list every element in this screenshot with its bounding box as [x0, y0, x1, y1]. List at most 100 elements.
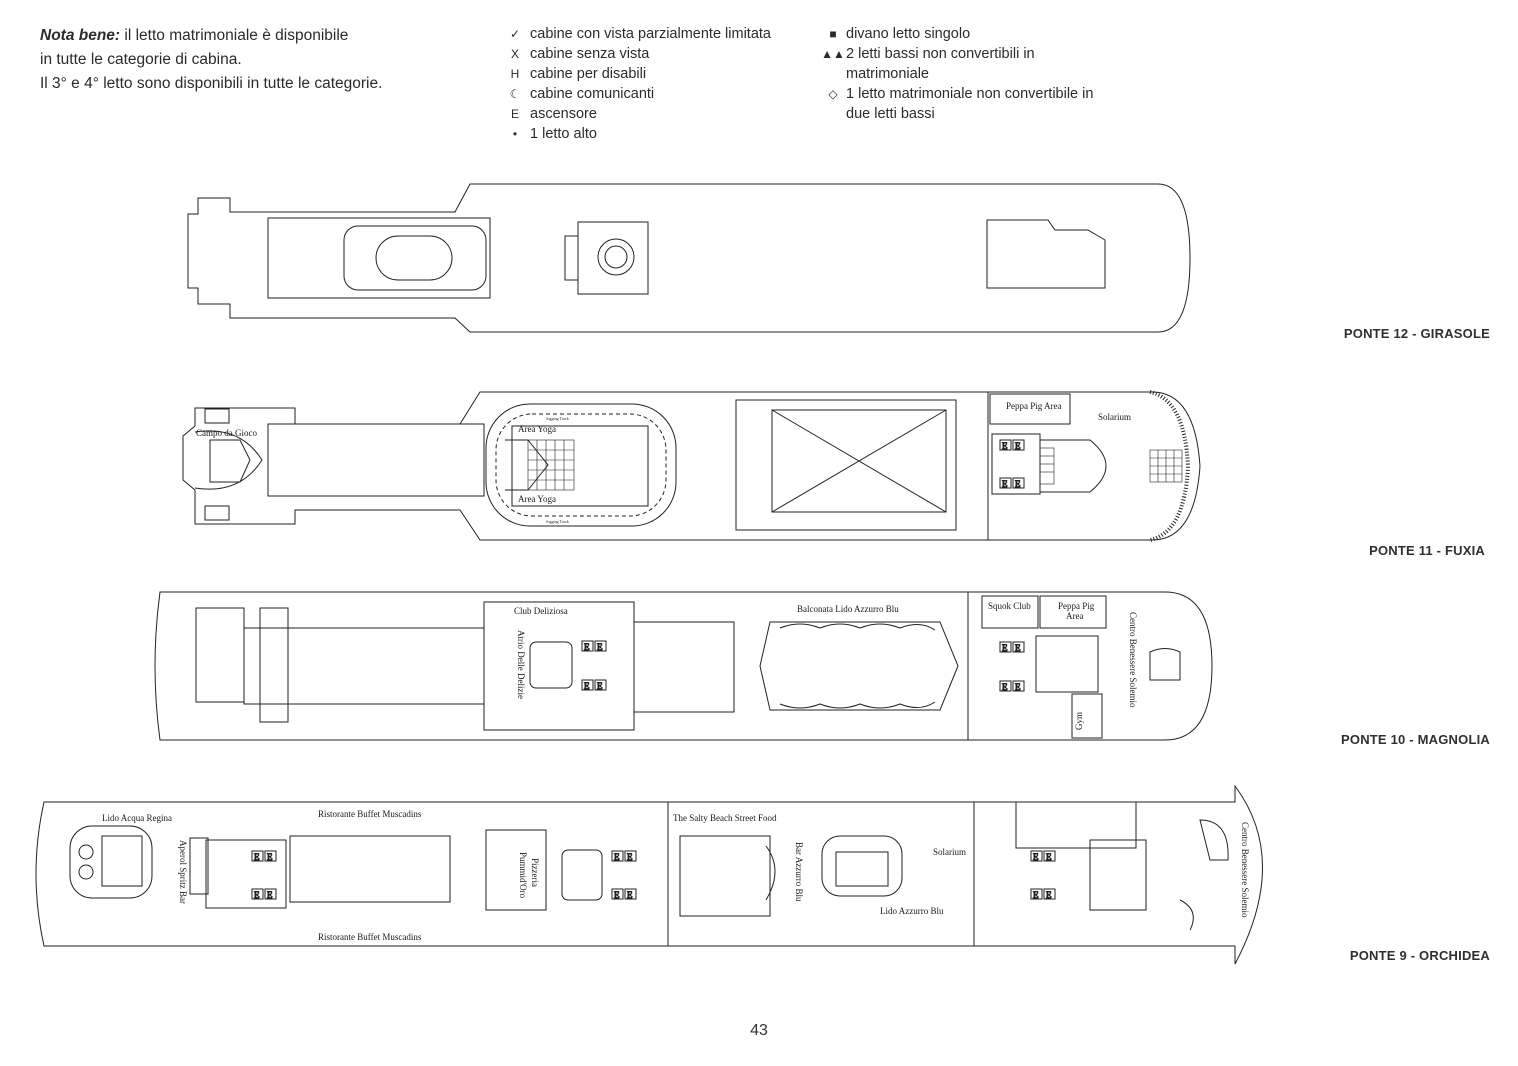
plan-labels: Campo da Gioco Area Yoga Area Yoga Joggi…	[102, 401, 1250, 942]
legend-b: ■divano letto singolo ▲▲2 letti bassi no…	[820, 24, 1093, 124]
svg-text:E: E	[584, 642, 590, 652]
elevator-icon: E	[1043, 850, 1056, 863]
label-area-yoga-top: Area Yoga	[518, 424, 556, 434]
svg-text:E: E	[1046, 890, 1052, 900]
elevator-icon: E	[594, 679, 607, 692]
elevator-icon: E	[264, 888, 277, 901]
funnel-base	[577, 221, 649, 295]
label-pummidoro: Pummid'Oro	[518, 852, 528, 899]
elevator-icon: E	[1012, 641, 1025, 654]
dot-icon: •	[512, 127, 518, 141]
balconata-edge-top	[779, 623, 936, 631]
lido-pool-water	[835, 851, 889, 887]
svg-text:E: E	[627, 852, 633, 862]
gym-room	[1071, 693, 1103, 739]
svg-text:E: E	[1015, 479, 1021, 489]
svg-text:E: E	[1033, 890, 1039, 900]
legend-item: ✓ cabine con vista parzialmente limitata	[500, 24, 771, 44]
deck-label-11: PONTE 11 - FUXIA	[1369, 543, 1485, 558]
peppa-pig-room	[989, 393, 1071, 425]
label-ristorante-top: Ristorante Buffet Muscadins	[318, 809, 422, 819]
legend-label: ascensore	[530, 106, 597, 122]
legend-label: cabine con vista parzialmente limitata	[530, 26, 771, 42]
elevator-icon: E	[1030, 850, 1043, 863]
legend-item: matrimoniale	[820, 64, 1093, 84]
legend-label: 2 letti bassi non convertibili in	[846, 46, 1035, 62]
note-line3: Il 3° e 4° letto sono disponibili in tut…	[40, 75, 383, 92]
label-ristorante-bottom: Ristorante Buffet Muscadins	[318, 932, 422, 942]
legend-item: ☾cabine comunicanti	[500, 84, 771, 104]
pizzeria-table	[561, 849, 603, 901]
svg-text:E: E	[597, 642, 603, 652]
bow-railing	[1149, 390, 1191, 542]
elevator-icon: E	[624, 888, 637, 901]
pool-enclosure	[735, 399, 957, 531]
legend-item: •1 letto alto	[500, 124, 771, 144]
deck-11-plan	[182, 390, 1201, 542]
deck-12-plan	[187, 183, 1191, 333]
legend-label: matrimoniale	[846, 66, 929, 82]
buffet-area	[289, 835, 451, 903]
elevator-icon: E	[611, 850, 624, 863]
deck-11-outline	[182, 391, 1201, 541]
svg-text:E: E	[1002, 441, 1008, 451]
elevator-icon: E	[1043, 888, 1056, 901]
jogging-track-dashed	[495, 413, 667, 517]
spa-tub	[1199, 819, 1229, 861]
lido-pool	[821, 835, 903, 897]
spa-curve	[1179, 899, 1194, 931]
check-icon: ✓	[509, 27, 521, 41]
club-deliziosa-area	[483, 601, 635, 731]
note-line2: in tutte le categorie di cabina.	[40, 51, 242, 68]
pool-basin	[343, 225, 487, 291]
deck-9-plan	[35, 784, 1263, 965]
elevator-icon: E	[594, 640, 607, 653]
note-line1: il letto matrimoniale è disponibile	[120, 27, 349, 44]
pool-cover-diag2	[771, 409, 947, 513]
deck-12-outline	[187, 183, 1191, 333]
svg-text:E: E	[254, 852, 260, 862]
legend-item: ■divano letto singolo	[820, 24, 1093, 44]
spa-rooms-top	[1015, 801, 1137, 849]
label-lido-azzurro-blu: Lido Azzurro Blu	[880, 906, 944, 916]
label-jogging-top: Jogging Track	[546, 416, 569, 421]
central-atrium	[633, 621, 735, 713]
label-balconata: Balconata Lido Azzurro Blu	[797, 604, 899, 614]
svg-text:E: E	[1015, 643, 1021, 653]
costa-logo-inner-icon	[604, 245, 628, 269]
label-lido-acqua-regina: Lido Acqua Regina	[102, 813, 172, 823]
label-squok-club: Squok Club	[988, 601, 1031, 611]
legend-label: cabine senza vista	[530, 46, 650, 62]
label-centro-benessere-9: Centro Benessere Solemio	[1240, 822, 1250, 918]
label-bar-azzurro-blu: Bar Azzurro Blu	[794, 842, 804, 902]
aft-pool-deck-10	[243, 627, 485, 705]
svg-text:E: E	[597, 681, 603, 691]
svg-text:E: E	[1033, 852, 1039, 862]
svg-text:E: E	[1002, 479, 1008, 489]
legend-label: 1 letto matrimoniale non convertibile in	[846, 86, 1094, 102]
deck-9-outline	[35, 784, 1263, 965]
pool-area	[267, 217, 491, 299]
svg-text:E: E	[1015, 441, 1021, 451]
play-area-curve	[194, 430, 263, 490]
bow-lounge	[1040, 439, 1107, 493]
deck-label-12: PONTE 12 - GIRASOLE	[1343, 326, 1490, 341]
note-text: Nota bene: il letto matrimoniale è dispo…	[40, 24, 480, 96]
cross-icon: X	[510, 47, 519, 61]
spa-pool	[1149, 648, 1181, 681]
lifeboat-top	[204, 408, 230, 424]
elevator-lobby	[991, 433, 1041, 495]
jogging-track-outer	[485, 403, 677, 527]
legend-label: cabine per disabili	[530, 66, 647, 82]
label-campo-da-gioco: Campo da Gioco	[196, 428, 257, 438]
spa-lobby	[1089, 839, 1147, 911]
peppa-area-room	[1039, 595, 1107, 629]
label-gym: Gym	[1074, 712, 1084, 730]
label-jogging-bottom: Jogging Track	[546, 519, 569, 524]
bow-grid	[1149, 449, 1183, 483]
atrium-9	[679, 835, 771, 917]
svg-text:E: E	[584, 681, 590, 691]
costa-logo-icon	[597, 238, 635, 276]
square-icon: ■	[829, 27, 837, 41]
aft-stair-block	[205, 839, 287, 909]
